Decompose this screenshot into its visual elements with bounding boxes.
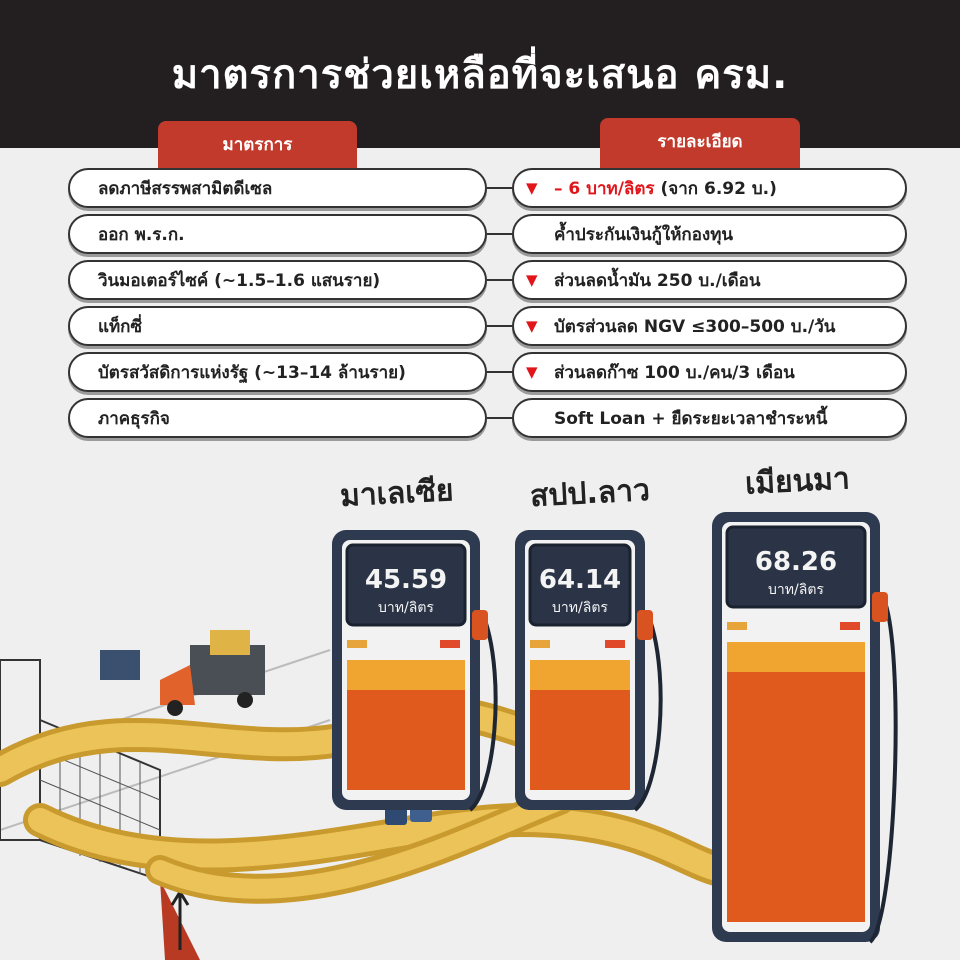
measure-text: แท็กซี่ bbox=[98, 316, 142, 337]
pump-unit: บาท/ลิตร bbox=[552, 600, 608, 616]
connector-line bbox=[487, 187, 513, 189]
detail-row: ▼ บัตรส่วนลด NGV ≤300–500 บ./วัน bbox=[512, 306, 907, 346]
connector-line bbox=[487, 417, 513, 419]
detail-row: ▼ ส่วนลดน้ำมัน 250 บ./เดือน bbox=[512, 260, 907, 300]
pump-price: 68.26 bbox=[755, 547, 837, 577]
page-title: มาตรการช่วยเหลือที่จะเสนอ ครม. bbox=[171, 52, 789, 98]
truck-icon bbox=[160, 630, 265, 716]
detail-text: (จาก 6.92 บ.) bbox=[660, 178, 777, 199]
fuel-pump: 68.26 บาท/ลิตร bbox=[712, 512, 898, 944]
detail-column-header: รายละเอียด bbox=[600, 118, 800, 168]
fuel-illustration: 45.59 บาท/ลิตร 64.14 บาท/ลิตร 68.26 บาท/… bbox=[0, 512, 898, 960]
measure-text: บัตรสวัสดิการแห่งรัฐ (~13–14 ล้านราย) bbox=[98, 362, 406, 383]
down-arrow-icon: ▼ bbox=[526, 363, 538, 381]
measure-text: วินมอเตอร์ไซค์ (~1.5–1.6 แสนราย) bbox=[98, 270, 381, 291]
pump-unit: บาท/ลิตร bbox=[378, 600, 434, 616]
crate-icon bbox=[100, 650, 140, 680]
country-label: เมียนมา bbox=[744, 461, 851, 502]
measure-text: ภาคธุรกิจ bbox=[98, 408, 170, 429]
detail-row: ▼ ส่วนลดก๊าซ 100 บ./คน/3 เดือน bbox=[512, 352, 907, 392]
measure-row: ออก พ.ร.ก. bbox=[68, 214, 487, 254]
pump-unit: บาท/ลิตร bbox=[768, 582, 824, 598]
detail-row: ค้ำประกันเงินกู้ให้กองทุน bbox=[512, 214, 907, 254]
connector-line bbox=[487, 325, 513, 327]
detail-text: ส่วนลดน้ำมัน 250 บ./เดือน bbox=[554, 270, 761, 291]
nozzle-icon bbox=[872, 592, 888, 622]
measure-text: ลดภาษีสรรพสามิตดีเซล bbox=[98, 178, 273, 199]
measure-row: วินมอเตอร์ไซค์ (~1.5–1.6 แสนราย) bbox=[68, 260, 487, 300]
measure-row: ภาคธุรกิจ bbox=[68, 398, 487, 438]
measure-row: ลดภาษีสรรพสามิตดีเซล bbox=[68, 168, 487, 208]
detail-text: Soft Loan + ยืดระยะเวลาชำระหนี้ bbox=[554, 408, 828, 429]
detail-text: ส่วนลดก๊าซ 100 บ./คน/3 เดือน bbox=[554, 362, 795, 383]
pump-price: 64.14 bbox=[539, 565, 621, 595]
connector-line bbox=[487, 233, 513, 235]
fuel-pump: 45.59 บาท/ลิตร bbox=[332, 530, 498, 812]
fuel-pump: 64.14 บาท/ลิตร bbox=[515, 530, 663, 812]
country-label: สปป.ลาว bbox=[529, 472, 651, 515]
nozzle-icon bbox=[472, 610, 488, 640]
detail-row: ▼ – 6 บาท/ลิตร (จาก 6.92 บ.) bbox=[512, 168, 907, 208]
measure-text: ออก พ.ร.ก. bbox=[98, 224, 185, 245]
connector-line bbox=[487, 279, 513, 281]
nozzle-icon bbox=[637, 610, 653, 640]
detail-text: ค้ำประกันเงินกู้ให้กองทุน bbox=[554, 224, 734, 245]
measure-row: แท็กซี่ bbox=[68, 306, 487, 346]
country-label: มาเลเซีย bbox=[339, 473, 455, 514]
pump-price: 45.59 bbox=[365, 565, 447, 595]
detail-row: Soft Loan + ยืดระยะเวลาชำระหนี้ bbox=[512, 398, 907, 438]
detail-text: บัตรส่วนลด NGV ≤300–500 บ./วัน bbox=[554, 316, 836, 337]
connector-line bbox=[487, 371, 513, 373]
measure-row: บัตรสวัสดิการแห่งรัฐ (~13–14 ล้านราย) bbox=[68, 352, 487, 392]
down-arrow-icon: ▼ bbox=[526, 317, 538, 335]
down-arrow-icon: ▼ bbox=[526, 179, 538, 197]
detail-highlight: – 6 บาท/ลิตร bbox=[554, 178, 655, 199]
measure-column-header: มาตรการ bbox=[158, 121, 357, 168]
down-arrow-icon: ▼ bbox=[526, 271, 538, 289]
